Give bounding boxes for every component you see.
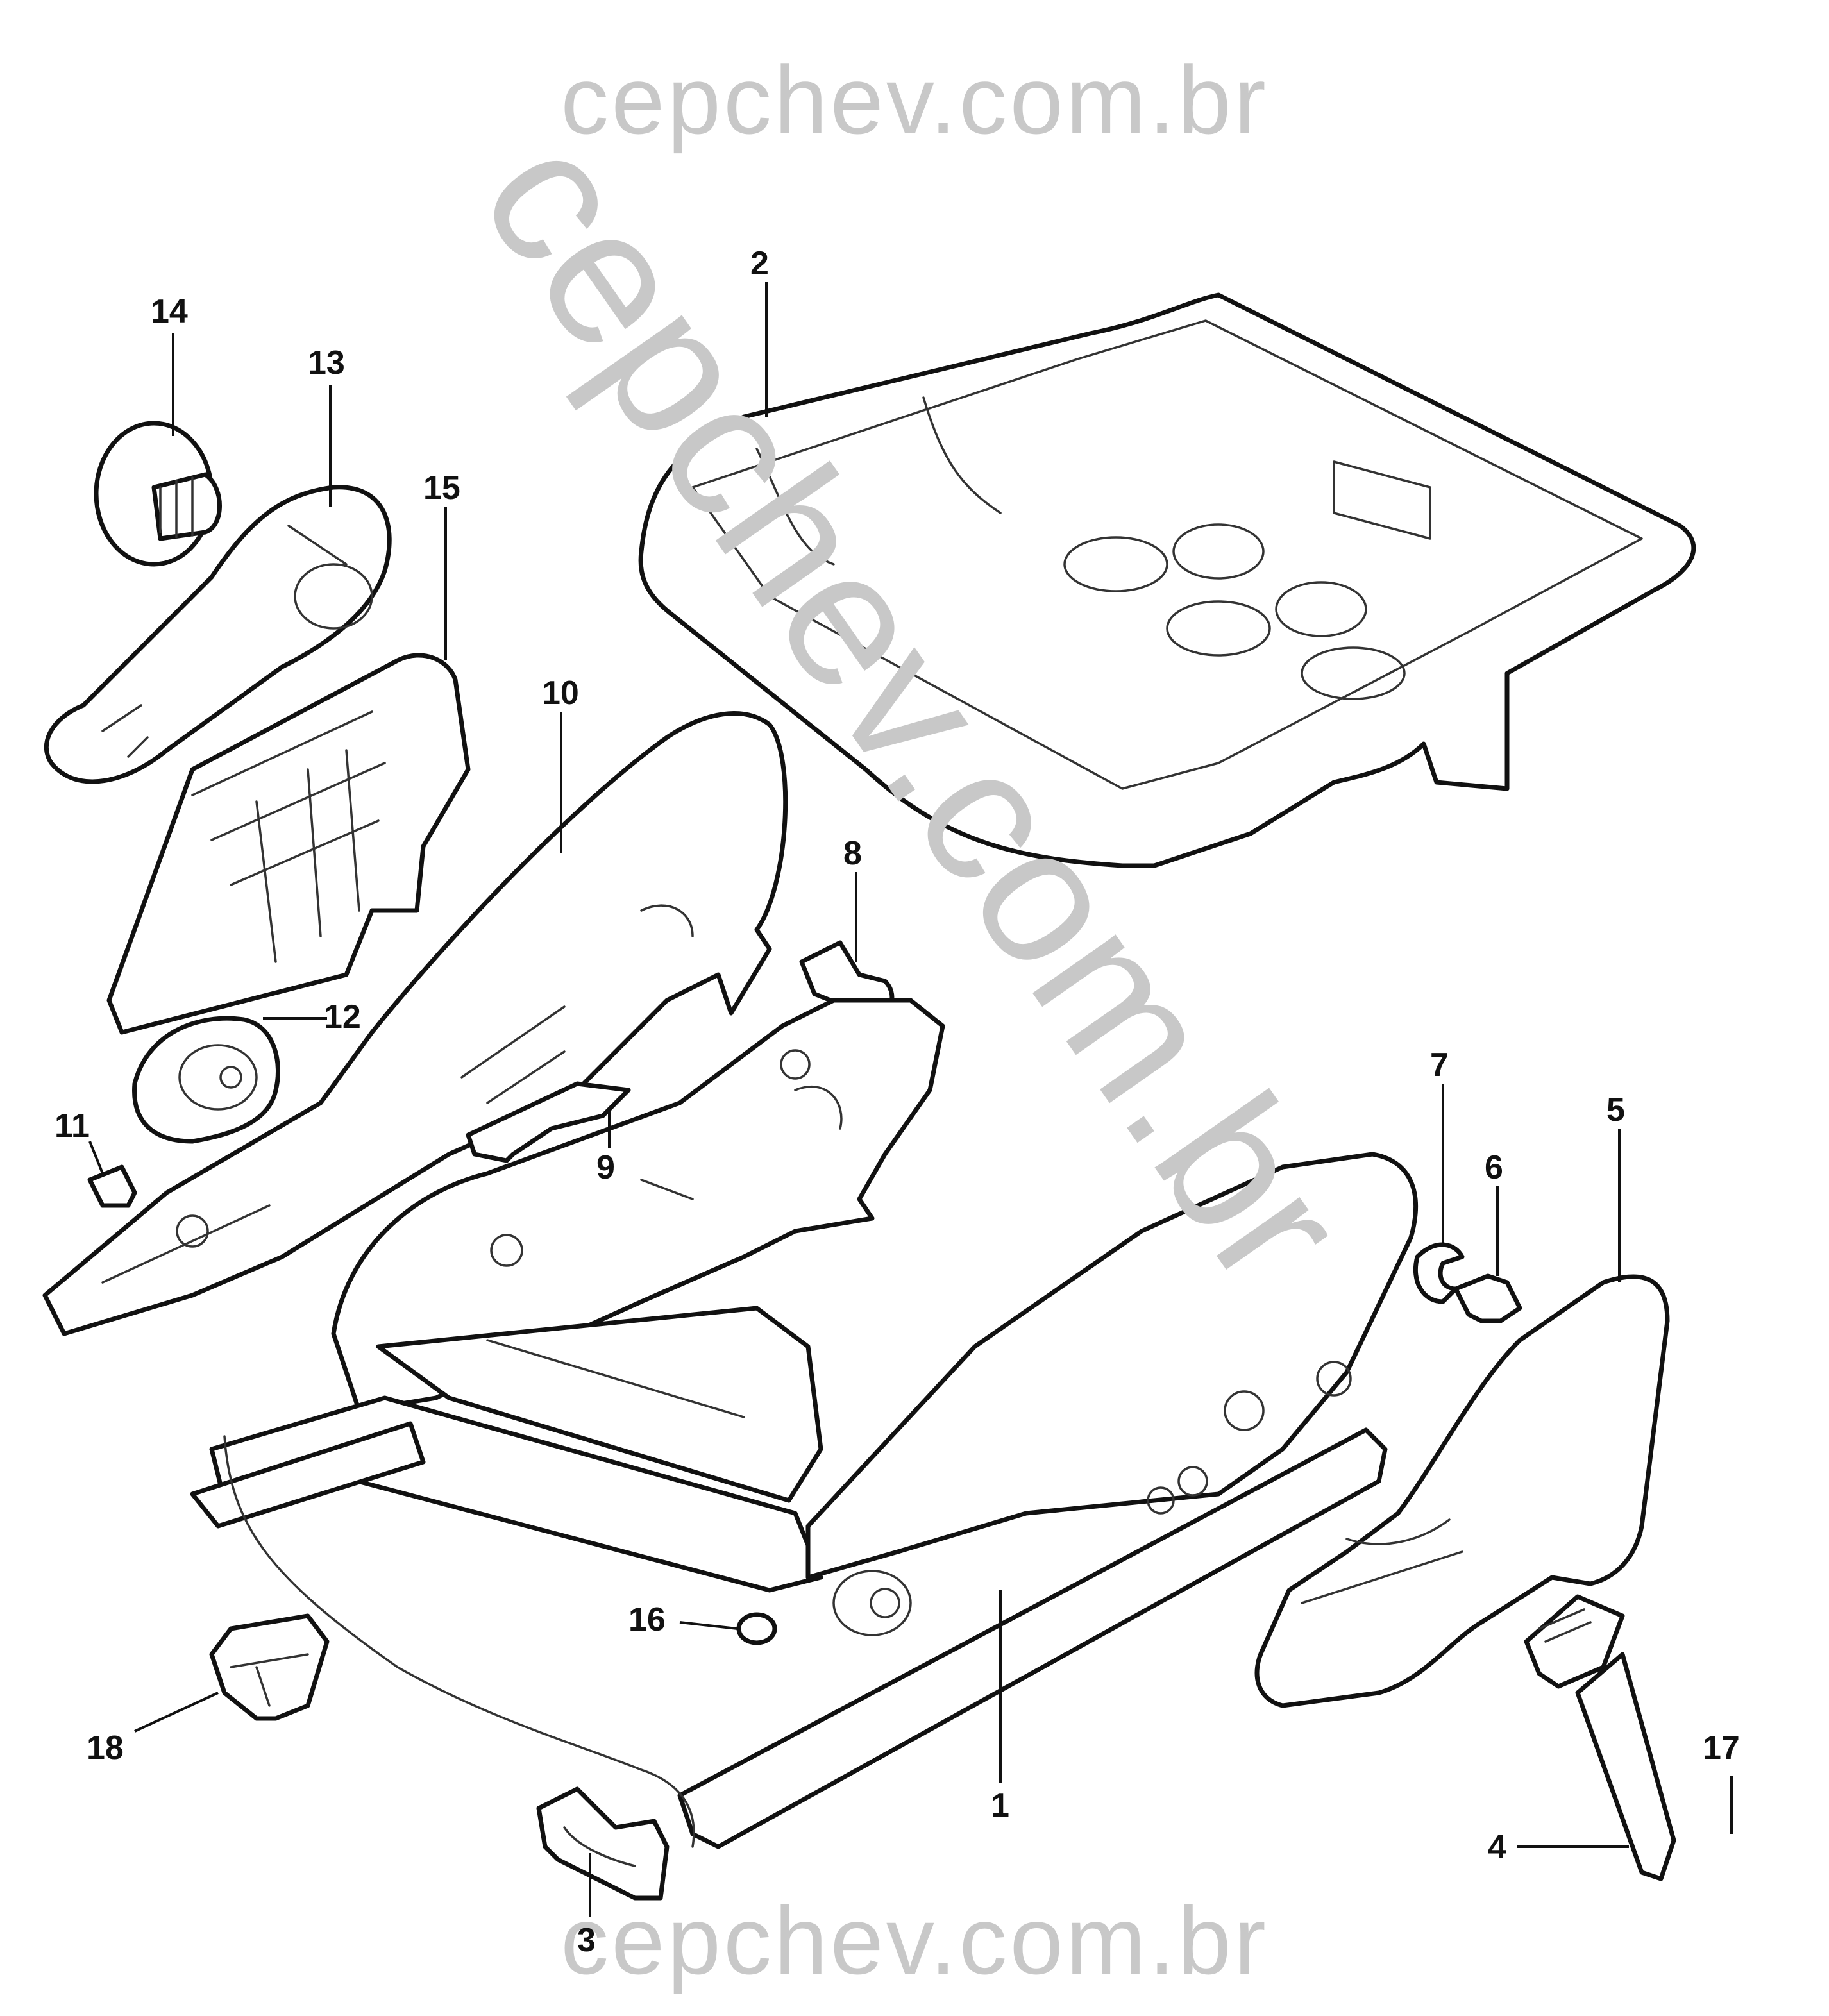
part-4-buckle [1524, 1594, 1676, 1881]
callout-17: 17 [1703, 1729, 1740, 1767]
callout-18: 18 [87, 1729, 124, 1767]
leader-lines [88, 282, 1733, 1917]
callout-15: 15 [423, 469, 460, 507]
part-10-outer-trim [42, 711, 788, 1336]
leader-18 [134, 1692, 219, 1733]
callout-9: 9 [596, 1149, 615, 1186]
part-11-push-pin [87, 1164, 137, 1208]
callout-16: 16 [628, 1601, 666, 1638]
part-3-bracket [536, 1786, 670, 1901]
callout-14: 14 [151, 293, 188, 330]
part-7-retaining-ring [1413, 1242, 1465, 1304]
callout-13: 13 [308, 344, 345, 382]
callout-11: 11 [55, 1107, 90, 1145]
callout-6: 6 [1485, 1149, 1503, 1186]
leader-11 [88, 1141, 104, 1174]
callout-4: 4 [1488, 1829, 1506, 1866]
watermark-top: cepchev.com.br [560, 46, 1268, 154]
part-12-spring-housing [132, 1016, 280, 1144]
callout-5: 5 [1606, 1091, 1625, 1129]
callout-2: 2 [750, 245, 769, 282]
callout-8: 8 [843, 835, 862, 872]
callout-3: 3 [577, 1922, 596, 1959]
part-15-side-cover [106, 653, 471, 1035]
part-2-seat-pan [638, 292, 1696, 868]
callout-1: 1 [991, 1787, 1009, 1824]
part-9-clip [466, 1081, 631, 1163]
callout-10: 10 [542, 675, 579, 712]
leader-16 [679, 1621, 738, 1630]
part-1-seat-frame [190, 998, 1418, 1849]
part-6-bolt [1453, 1273, 1522, 1323]
callout-12: 12 [324, 998, 361, 1036]
part-13-lever [44, 485, 392, 784]
watermark-bottom: cepchev.com.br [560, 1886, 1268, 1994]
part-14-knob [94, 421, 222, 567]
callout-7: 7 [1430, 1046, 1449, 1084]
part-5-outer-trim [1254, 1274, 1670, 1708]
part-18-clip [209, 1613, 330, 1721]
part-16-grommet [736, 1612, 777, 1645]
